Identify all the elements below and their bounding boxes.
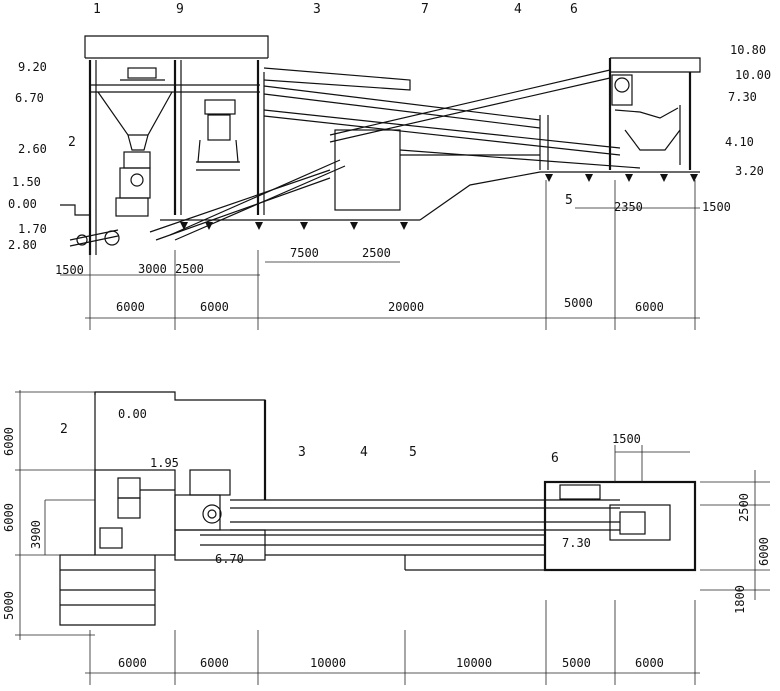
dim-label: 2500 bbox=[175, 262, 204, 276]
dim-label: 1500 bbox=[612, 432, 641, 446]
level-label: 0.00 bbox=[118, 407, 147, 421]
dim-label: 1500 bbox=[702, 200, 731, 214]
marker-label: 2 bbox=[68, 135, 76, 150]
level-label: 6.70 bbox=[15, 91, 44, 105]
level-label: 9.20 bbox=[18, 60, 47, 74]
marker-label: 6 bbox=[570, 2, 578, 17]
plan-markers: 2 3 4 5 6 bbox=[60, 422, 559, 466]
level-label: 1.95 bbox=[150, 456, 179, 470]
plan-view bbox=[15, 390, 770, 685]
marker-label: 3 bbox=[298, 445, 306, 460]
elevation-dims: 1500 3000 2500 7500 2500 2350 1500 bbox=[55, 200, 731, 277]
elevation-view bbox=[60, 35, 701, 330]
marker-label: 9 bbox=[176, 2, 184, 17]
dim-label: 10000 bbox=[310, 656, 346, 670]
dim-label: 6000 bbox=[2, 427, 16, 456]
marker-label: 3 bbox=[313, 2, 321, 17]
level-label: 7.30 bbox=[562, 536, 591, 550]
dim-label: 2500 bbox=[737, 493, 751, 522]
dim-label: 6000 bbox=[200, 656, 229, 670]
level-label: 2.60 bbox=[18, 142, 47, 156]
marker-label: 7 bbox=[421, 2, 429, 17]
dim-label: 6000 bbox=[635, 300, 664, 314]
plan-levels: 0.00 1.95 6.70 7.30 bbox=[118, 407, 591, 566]
dim-label: 10000 bbox=[456, 656, 492, 670]
dim-label: 1800 bbox=[733, 585, 747, 614]
level-label: 2.80 bbox=[8, 238, 37, 252]
dim-label: 2350 bbox=[614, 200, 643, 214]
dim-label: 6000 bbox=[116, 300, 145, 314]
dim-label: 3900 bbox=[29, 520, 43, 549]
elevation-levels: 9.20 6.70 2.60 1.50 0.00 1.70 2.80 10.80… bbox=[8, 43, 771, 252]
level-label: 6.70 bbox=[215, 552, 244, 566]
marker-label: 5 bbox=[409, 445, 417, 460]
level-label: 10.00 bbox=[735, 68, 771, 82]
marker-label: 2 bbox=[60, 422, 68, 437]
dim-label: 5000 bbox=[2, 591, 16, 620]
plan-left-dims: 6000 6000 3900 5000 bbox=[2, 427, 43, 620]
level-label: 3.20 bbox=[735, 164, 764, 178]
level-label: 1.50 bbox=[12, 175, 41, 189]
dim-label: 20000 bbox=[388, 300, 424, 314]
dim-label: 6000 bbox=[2, 503, 16, 532]
dim-label: 6000 bbox=[635, 656, 664, 670]
marker-label: 5 bbox=[565, 193, 573, 208]
marker-label: 4 bbox=[360, 445, 368, 460]
elevation-bottom-dims: 6000 6000 20000 5000 6000 bbox=[116, 296, 664, 314]
dim-label: 3000 bbox=[138, 262, 167, 276]
dim-label: 6000 bbox=[200, 300, 229, 314]
dim-label: 6000 bbox=[118, 656, 147, 670]
level-label: 0.00 bbox=[8, 197, 37, 211]
level-label: 7.30 bbox=[728, 90, 757, 104]
plan-bottom-dims: 6000 6000 10000 10000 5000 6000 bbox=[118, 656, 664, 670]
marker-label: 4 bbox=[514, 2, 522, 17]
dim-label: 2500 bbox=[362, 246, 391, 260]
plan-right-dims: 1500 2500 6000 1800 bbox=[612, 432, 771, 614]
level-label: 10.80 bbox=[730, 43, 766, 57]
dim-label: 1500 bbox=[55, 263, 84, 277]
elevation-markers: 1 9 3 7 4 6 2 5 bbox=[68, 2, 578, 208]
dim-label: 5000 bbox=[564, 296, 593, 310]
level-label: 1.70 bbox=[18, 222, 47, 236]
marker-label: 6 bbox=[551, 451, 559, 466]
level-label: 4.10 bbox=[725, 135, 754, 149]
marker-label: 1 bbox=[93, 2, 101, 17]
dim-label: 6000 bbox=[757, 537, 771, 566]
dim-label: 5000 bbox=[562, 656, 591, 670]
dim-label: 7500 bbox=[290, 246, 319, 260]
